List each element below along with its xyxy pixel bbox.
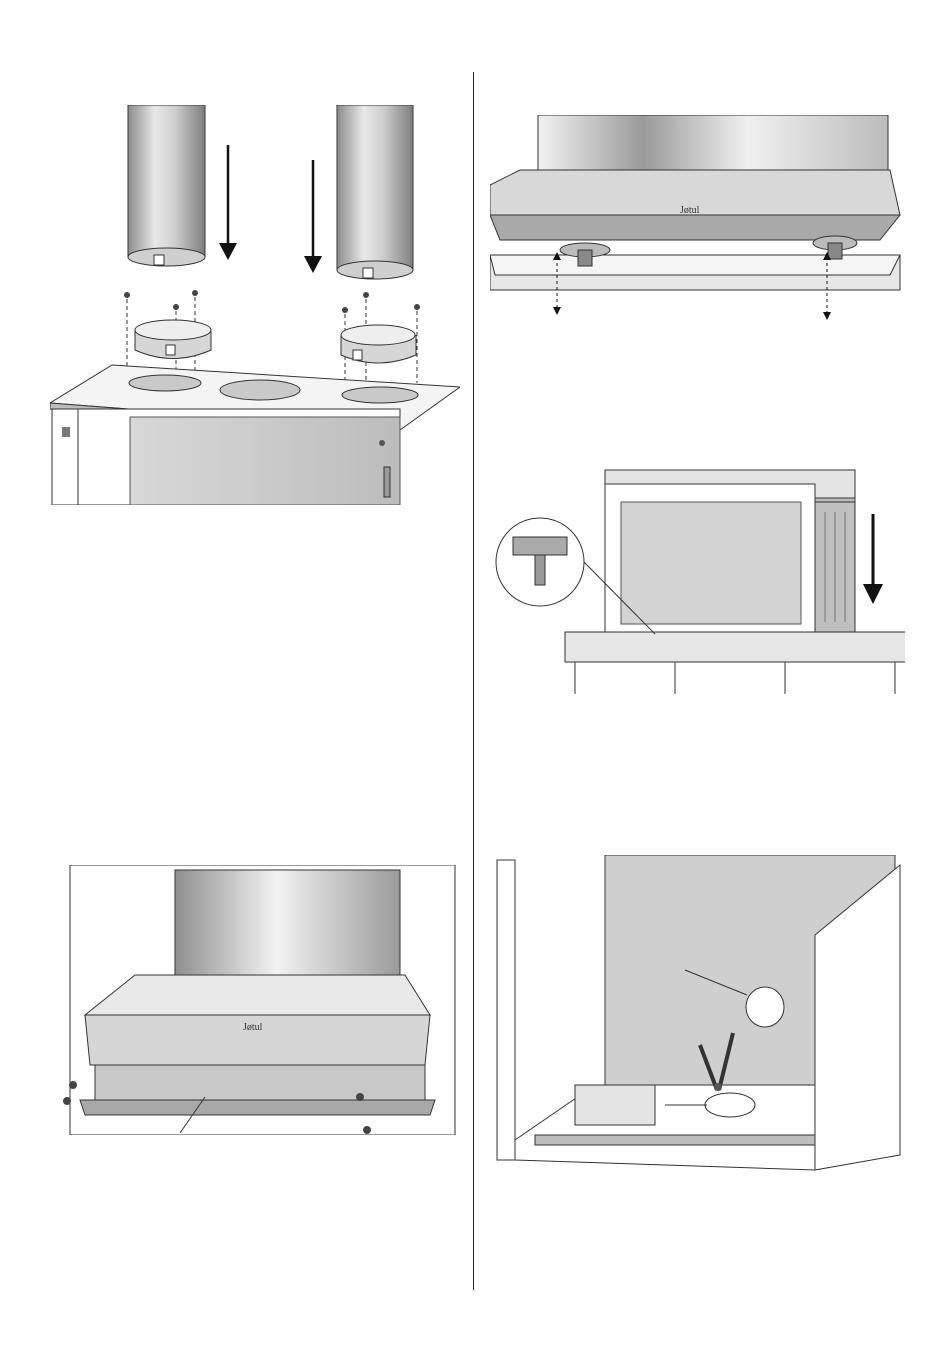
flue-collar-illustration [50, 105, 460, 505]
down-arrow-icon [304, 160, 322, 273]
cabinet-knockout-illustration [495, 855, 905, 1180]
flue-pipe-left [128, 105, 205, 266]
brand-logo: Jøtul [243, 1022, 263, 1033]
flue-collar-left [135, 320, 211, 359]
leveling-feet-illustration: Jøtul [490, 115, 905, 325]
insert-lowering-illustration [495, 462, 905, 697]
down-arrow-icon [863, 514, 883, 604]
column-divider [473, 72, 474, 1290]
flue-collar-right [341, 325, 416, 363]
screw-icon [124, 290, 420, 313]
down-arrow-icon [219, 145, 237, 260]
front-grille-illustration: Jøtul [55, 865, 460, 1135]
flue-pipe-right [337, 105, 413, 279]
brand-logo: Jøtul [680, 205, 700, 216]
stove-body [52, 409, 400, 505]
knockout-hole [746, 987, 784, 1027]
